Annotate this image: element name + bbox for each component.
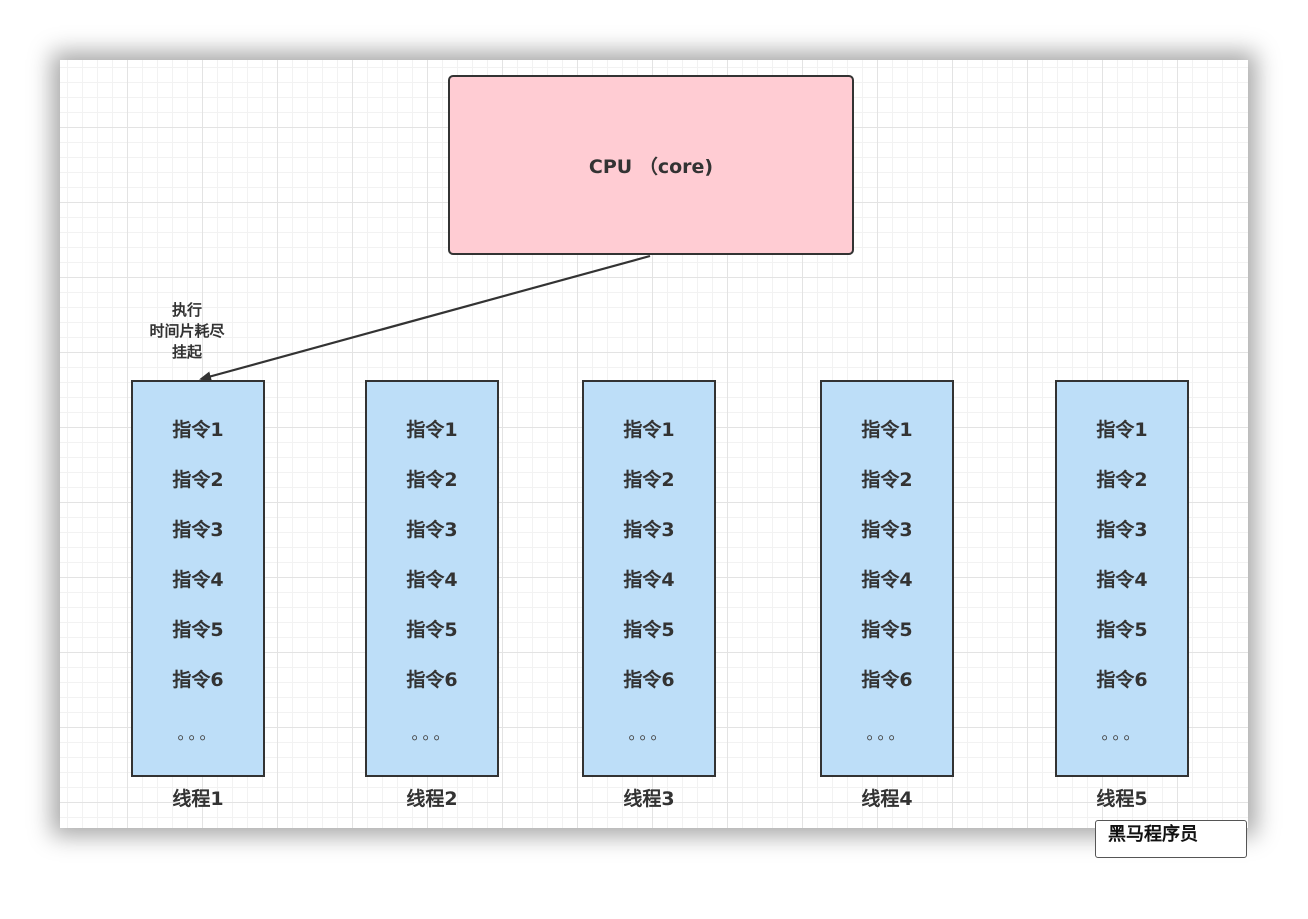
thread-label: 线程3 [623,788,675,810]
instruction-label: 指令4 [1096,569,1148,591]
instruction-ellipsis: 。。。 [628,724,670,743]
instruction-label: 指令3 [172,519,224,541]
instruction-label: 指令5 [1096,619,1148,641]
thread-label: 线程4 [861,788,913,810]
instruction-label: 指令6 [861,669,913,691]
cpu-label: CPU （core) [588,155,714,178]
cpu-box: CPU （core) [448,75,854,255]
instruction-label: 指令5 [861,619,913,641]
thread-label: 线程1 [172,788,224,810]
instruction-label: 指令3 [1096,519,1148,541]
instruction-label: 指令6 [623,669,675,691]
instruction-label: 指令1 [172,419,224,441]
thread-column-1: 指令1 指令2 指令3 指令4 指令5 指令6 。。。 [131,380,265,777]
instruction-label: 指令2 [623,469,675,491]
instruction-label: 指令5 [623,619,675,641]
instruction-label: 指令6 [1096,669,1148,691]
instruction-label: 指令6 [406,669,458,691]
thread-column-3: 指令1 指令2 指令3 指令4 指令5 指令6 。。。 [582,380,716,777]
arrow-label: 执行 时间片耗尽 挂起 [132,300,242,363]
instruction-label: 指令4 [861,569,913,591]
instruction-label: 指令2 [172,469,224,491]
thread-column-5: 指令1 指令2 指令3 指令4 指令5 指令6 。。。 [1055,380,1189,777]
arrow-label-line: 挂起 [171,343,202,361]
instruction-label: 指令5 [172,619,224,641]
instruction-label: 指令2 [406,469,458,491]
instruction-label: 指令1 [406,419,458,441]
instruction-ellipsis: 。。。 [411,724,453,743]
thread-label: 线程5 [1096,788,1148,810]
watermark: 黑马程序员 [1095,820,1247,858]
instruction-label: 指令2 [861,469,913,491]
instruction-label: 指令1 [1096,419,1148,441]
instruction-label: 指令3 [406,519,458,541]
instruction-ellipsis: 。。。 [177,724,219,743]
arrow-label-line: 执行 [171,301,202,319]
instruction-label: 指令2 [1096,469,1148,491]
instruction-label: 指令5 [406,619,458,641]
instruction-label: 指令1 [861,419,913,441]
instruction-label: 指令4 [172,569,224,591]
instruction-label: 指令3 [861,519,913,541]
instruction-label: 指令1 [623,419,675,441]
instruction-ellipsis: 。。。 [866,724,908,743]
instruction-ellipsis: 。。。 [1101,724,1143,743]
thread-column-4: 指令1 指令2 指令3 指令4 指令5 指令6 。。。 [820,380,954,777]
arrow-label-line: 时间片耗尽 [149,322,225,340]
instruction-label: 指令3 [623,519,675,541]
instruction-label: 指令4 [623,569,675,591]
thread-label: 线程2 [406,788,458,810]
instruction-label: 指令4 [406,569,458,591]
thread-column-2: 指令1 指令2 指令3 指令4 指令5 指令6 。。。 [365,380,499,777]
instruction-label: 指令6 [172,669,224,691]
